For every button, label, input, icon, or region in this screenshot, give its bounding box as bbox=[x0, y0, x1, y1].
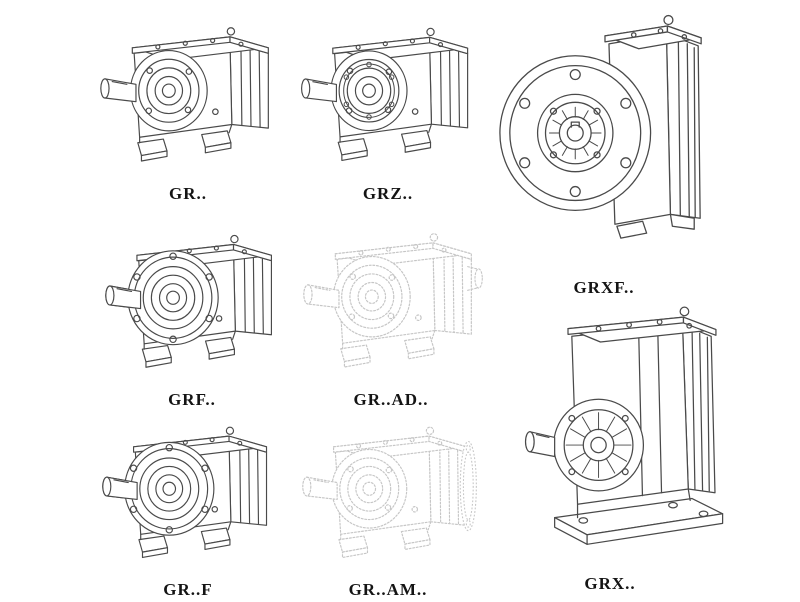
gearbox-foot-mounted-bolt-ring-drawing bbox=[293, 4, 483, 182]
product-cell-gram: GR..AM.. bbox=[286, 404, 490, 602]
product-cell-grf-foot: GR..F bbox=[86, 404, 290, 602]
product-label-grad: GR..AD.. bbox=[353, 390, 429, 409]
gearbox-foot-mounted-drawing bbox=[86, 4, 290, 182]
product-cell-grad: GR..AD.. bbox=[286, 210, 496, 412]
gearbox-input-adapter-ghost-drawing bbox=[286, 210, 496, 388]
product-label-grx: GRX.. bbox=[584, 574, 636, 593]
product-label-grf: GRF.. bbox=[168, 390, 216, 409]
gearbox-flange-mounted-drawing bbox=[90, 212, 294, 388]
product-cell-gr: GR.. bbox=[86, 4, 290, 206]
gearbox-motor-adapter-ghost-drawing bbox=[286, 404, 490, 578]
product-label-grf-foot: GR..F bbox=[163, 580, 213, 599]
gearbox-large-front-flange-drawing bbox=[490, 0, 718, 276]
product-label-grxf: GRXF.. bbox=[573, 278, 635, 297]
gearbox-large-foot-mounted-drawing bbox=[492, 300, 728, 572]
product-cell-grx: GRX.. bbox=[492, 300, 728, 596]
product-label-grz: GRZ.. bbox=[362, 184, 414, 203]
product-cell-grf: GRF.. bbox=[90, 212, 294, 412]
product-label-gr: GR.. bbox=[169, 184, 207, 203]
product-cell-grxf: GRXF.. bbox=[490, 0, 718, 300]
product-cell-grz: GRZ.. bbox=[293, 4, 483, 206]
gearbox-foot-flange-drawing bbox=[86, 404, 290, 578]
product-label-gram: GR..AM.. bbox=[348, 580, 428, 599]
